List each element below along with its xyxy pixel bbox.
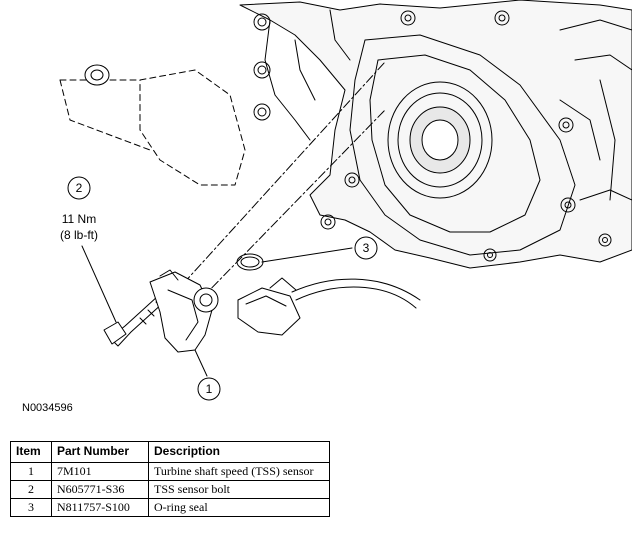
table-row: 3 N811757-S100 O-ring seal	[10, 498, 330, 517]
exploded-view-diagram: 2 11 Nm (8 lb-ft) 3 1	[59, 0, 632, 401]
tss-sensor-bolt	[103, 295, 165, 347]
figure-id: N0034596	[22, 402, 73, 414]
part-description: TSS sensor bolt	[148, 480, 330, 499]
part-description: O-ring seal	[148, 498, 330, 517]
torque-spec-lbft: (8 lb-ft)	[60, 228, 98, 242]
item-number: 3	[10, 498, 52, 517]
tss-sensor	[149, 269, 219, 353]
part-number: N605771-S36	[51, 480, 149, 499]
header-item: Item	[10, 441, 52, 463]
parts-table: Item Part Number Description 1 7M101 Tur…	[10, 441, 330, 517]
item-number: 1	[10, 462, 52, 481]
callout-leaders	[81, 245, 353, 377]
callout-circle-3	[354, 236, 378, 260]
table-row: 1 7M101 Turbine shaft speed (TSS) sensor	[10, 462, 330, 481]
part-number: 7M101	[51, 462, 149, 481]
callout-circle-1	[197, 377, 221, 401]
part-number: N811757-S100	[51, 498, 149, 517]
output-shaft-seal	[387, 81, 493, 199]
callout-number-3: 3	[363, 241, 370, 255]
item-number: 2	[10, 480, 52, 499]
alignment-lines	[171, 61, 386, 301]
table-row: 2 N605771-S36 TSS sensor bolt	[10, 480, 330, 499]
table-header-row: Item Part Number Description	[10, 441, 330, 463]
part-description: Turbine shaft speed (TSS) sensor	[148, 462, 330, 481]
torque-spec-nm: 11 Nm	[62, 212, 96, 226]
header-description: Description	[148, 441, 330, 463]
callout-number-2: 2	[76, 181, 83, 195]
o-ring-seal	[236, 253, 264, 271]
header-part-number: Part Number	[51, 441, 149, 463]
callout-number-1: 1	[206, 382, 213, 396]
electrical-connector	[237, 277, 421, 336]
hidden-bracket	[139, 69, 246, 186]
stud	[84, 64, 110, 86]
callout-circle-2	[67, 176, 91, 200]
